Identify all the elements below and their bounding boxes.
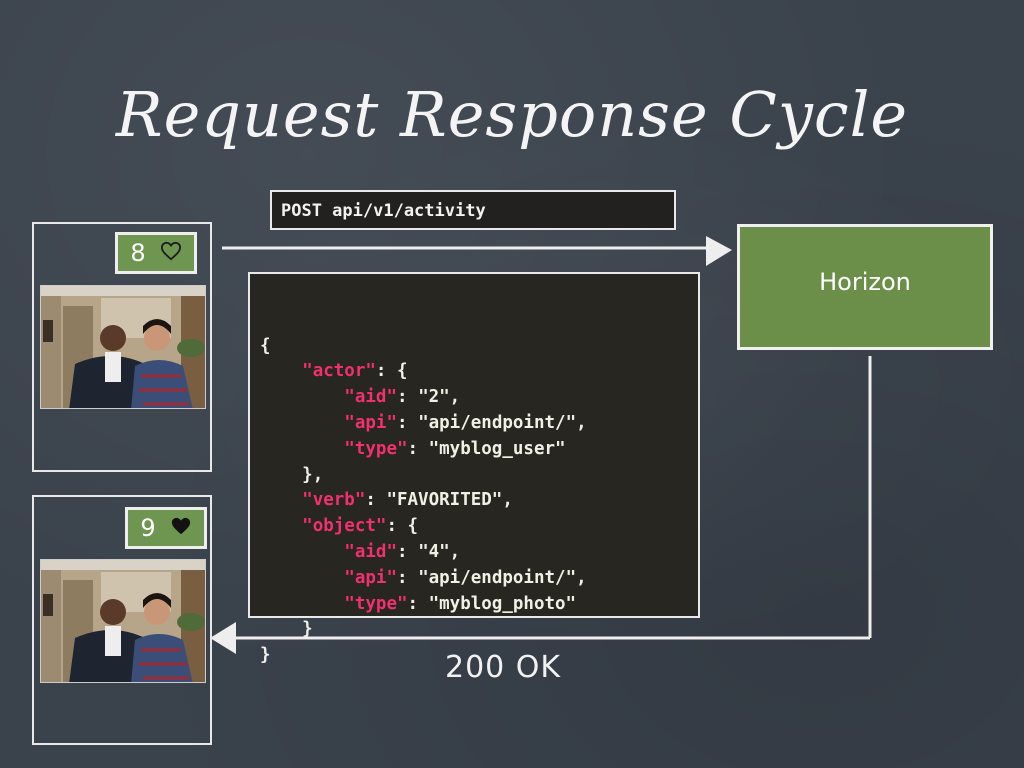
code-line: "type": "myblog_photo" bbox=[260, 592, 698, 618]
json-key: "verb" bbox=[302, 490, 366, 511]
json-key: "type" bbox=[344, 438, 408, 459]
json-punctuation: } bbox=[260, 645, 271, 666]
code-line: "object": { bbox=[260, 514, 698, 540]
code-line: "verb": "FAVORITED", bbox=[260, 488, 698, 514]
favorite-count-badge-after[interactable]: 9 bbox=[125, 507, 207, 549]
code-line: } bbox=[260, 643, 698, 669]
json-punctuation: }, bbox=[302, 464, 324, 485]
json-key: "api" bbox=[344, 567, 397, 588]
json-punctuation: , bbox=[576, 412, 587, 433]
code-line: "actor": { bbox=[260, 359, 698, 385]
code-line: } bbox=[260, 617, 698, 643]
horizon-server-box: Horizon bbox=[737, 224, 993, 350]
response-status-label: 200 OK bbox=[445, 650, 562, 685]
user-photo bbox=[40, 559, 206, 683]
code-line: "type": "myblog_user" bbox=[260, 437, 698, 463]
response-arrowhead bbox=[210, 622, 236, 654]
json-punctuation: , bbox=[576, 567, 587, 588]
json-key: "type" bbox=[344, 593, 408, 614]
code-line: "aid": "4", bbox=[260, 540, 698, 566]
json-punctuation: : { bbox=[386, 516, 419, 537]
favorite-count: 8 bbox=[130, 239, 146, 267]
json-key: "aid" bbox=[344, 541, 397, 562]
json-value: "myblog_photo" bbox=[428, 593, 577, 614]
json-value: "4" bbox=[418, 541, 450, 562]
heart-outline-icon bbox=[160, 239, 182, 267]
code-line: "aid": "2", bbox=[260, 385, 698, 411]
user-photo bbox=[40, 285, 206, 409]
code-line: "api": "api/endpoint/", bbox=[260, 566, 698, 592]
json-punctuation: : bbox=[396, 541, 419, 562]
request-arrowhead bbox=[706, 236, 732, 266]
json-punctuation: : bbox=[396, 567, 419, 588]
request-payload-code: { "actor": { "aid": "2", "api": "api/end… bbox=[248, 272, 700, 665]
json-punctuation: , bbox=[449, 541, 461, 562]
json-punctuation: } bbox=[302, 619, 313, 640]
json-punctuation: : bbox=[396, 412, 419, 433]
code-line: }, bbox=[260, 463, 698, 489]
server-label: Horizon bbox=[819, 268, 911, 296]
json-key: "aid" bbox=[344, 387, 397, 408]
favorite-count: 9 bbox=[140, 514, 156, 542]
json-value: "api/endpoint/" bbox=[418, 412, 577, 433]
json-key: "actor" bbox=[302, 361, 376, 382]
json-punctuation: : bbox=[365, 490, 387, 511]
json-punctuation: : { bbox=[375, 361, 408, 382]
request-endpoint-label: POST api/v1/activity bbox=[270, 190, 676, 230]
json-key: "api" bbox=[344, 412, 397, 433]
json-value: "myblog_user" bbox=[428, 438, 566, 459]
photo-card-after bbox=[32, 495, 212, 745]
favorite-count-badge-before[interactable]: 8 bbox=[115, 232, 197, 274]
json-value: "2" bbox=[418, 387, 450, 408]
slide-title: Request Response Cycle bbox=[115, 78, 909, 151]
photo-card-before bbox=[32, 222, 212, 472]
json-punctuation: , bbox=[449, 387, 461, 408]
json-key: "object" bbox=[302, 516, 387, 537]
json-value: "api/endpoint/" bbox=[418, 567, 577, 588]
heart-filled-icon bbox=[170, 514, 192, 542]
json-punctuation: { bbox=[260, 335, 271, 356]
json-punctuation: : bbox=[396, 387, 419, 408]
code-line: { bbox=[260, 334, 698, 360]
json-value: "FAVORITED" bbox=[386, 490, 503, 511]
json-punctuation: , bbox=[502, 490, 513, 511]
json-punctuation: : bbox=[407, 438, 429, 459]
code-line: "api": "api/endpoint/", bbox=[260, 411, 698, 437]
json-punctuation: : bbox=[407, 593, 429, 614]
